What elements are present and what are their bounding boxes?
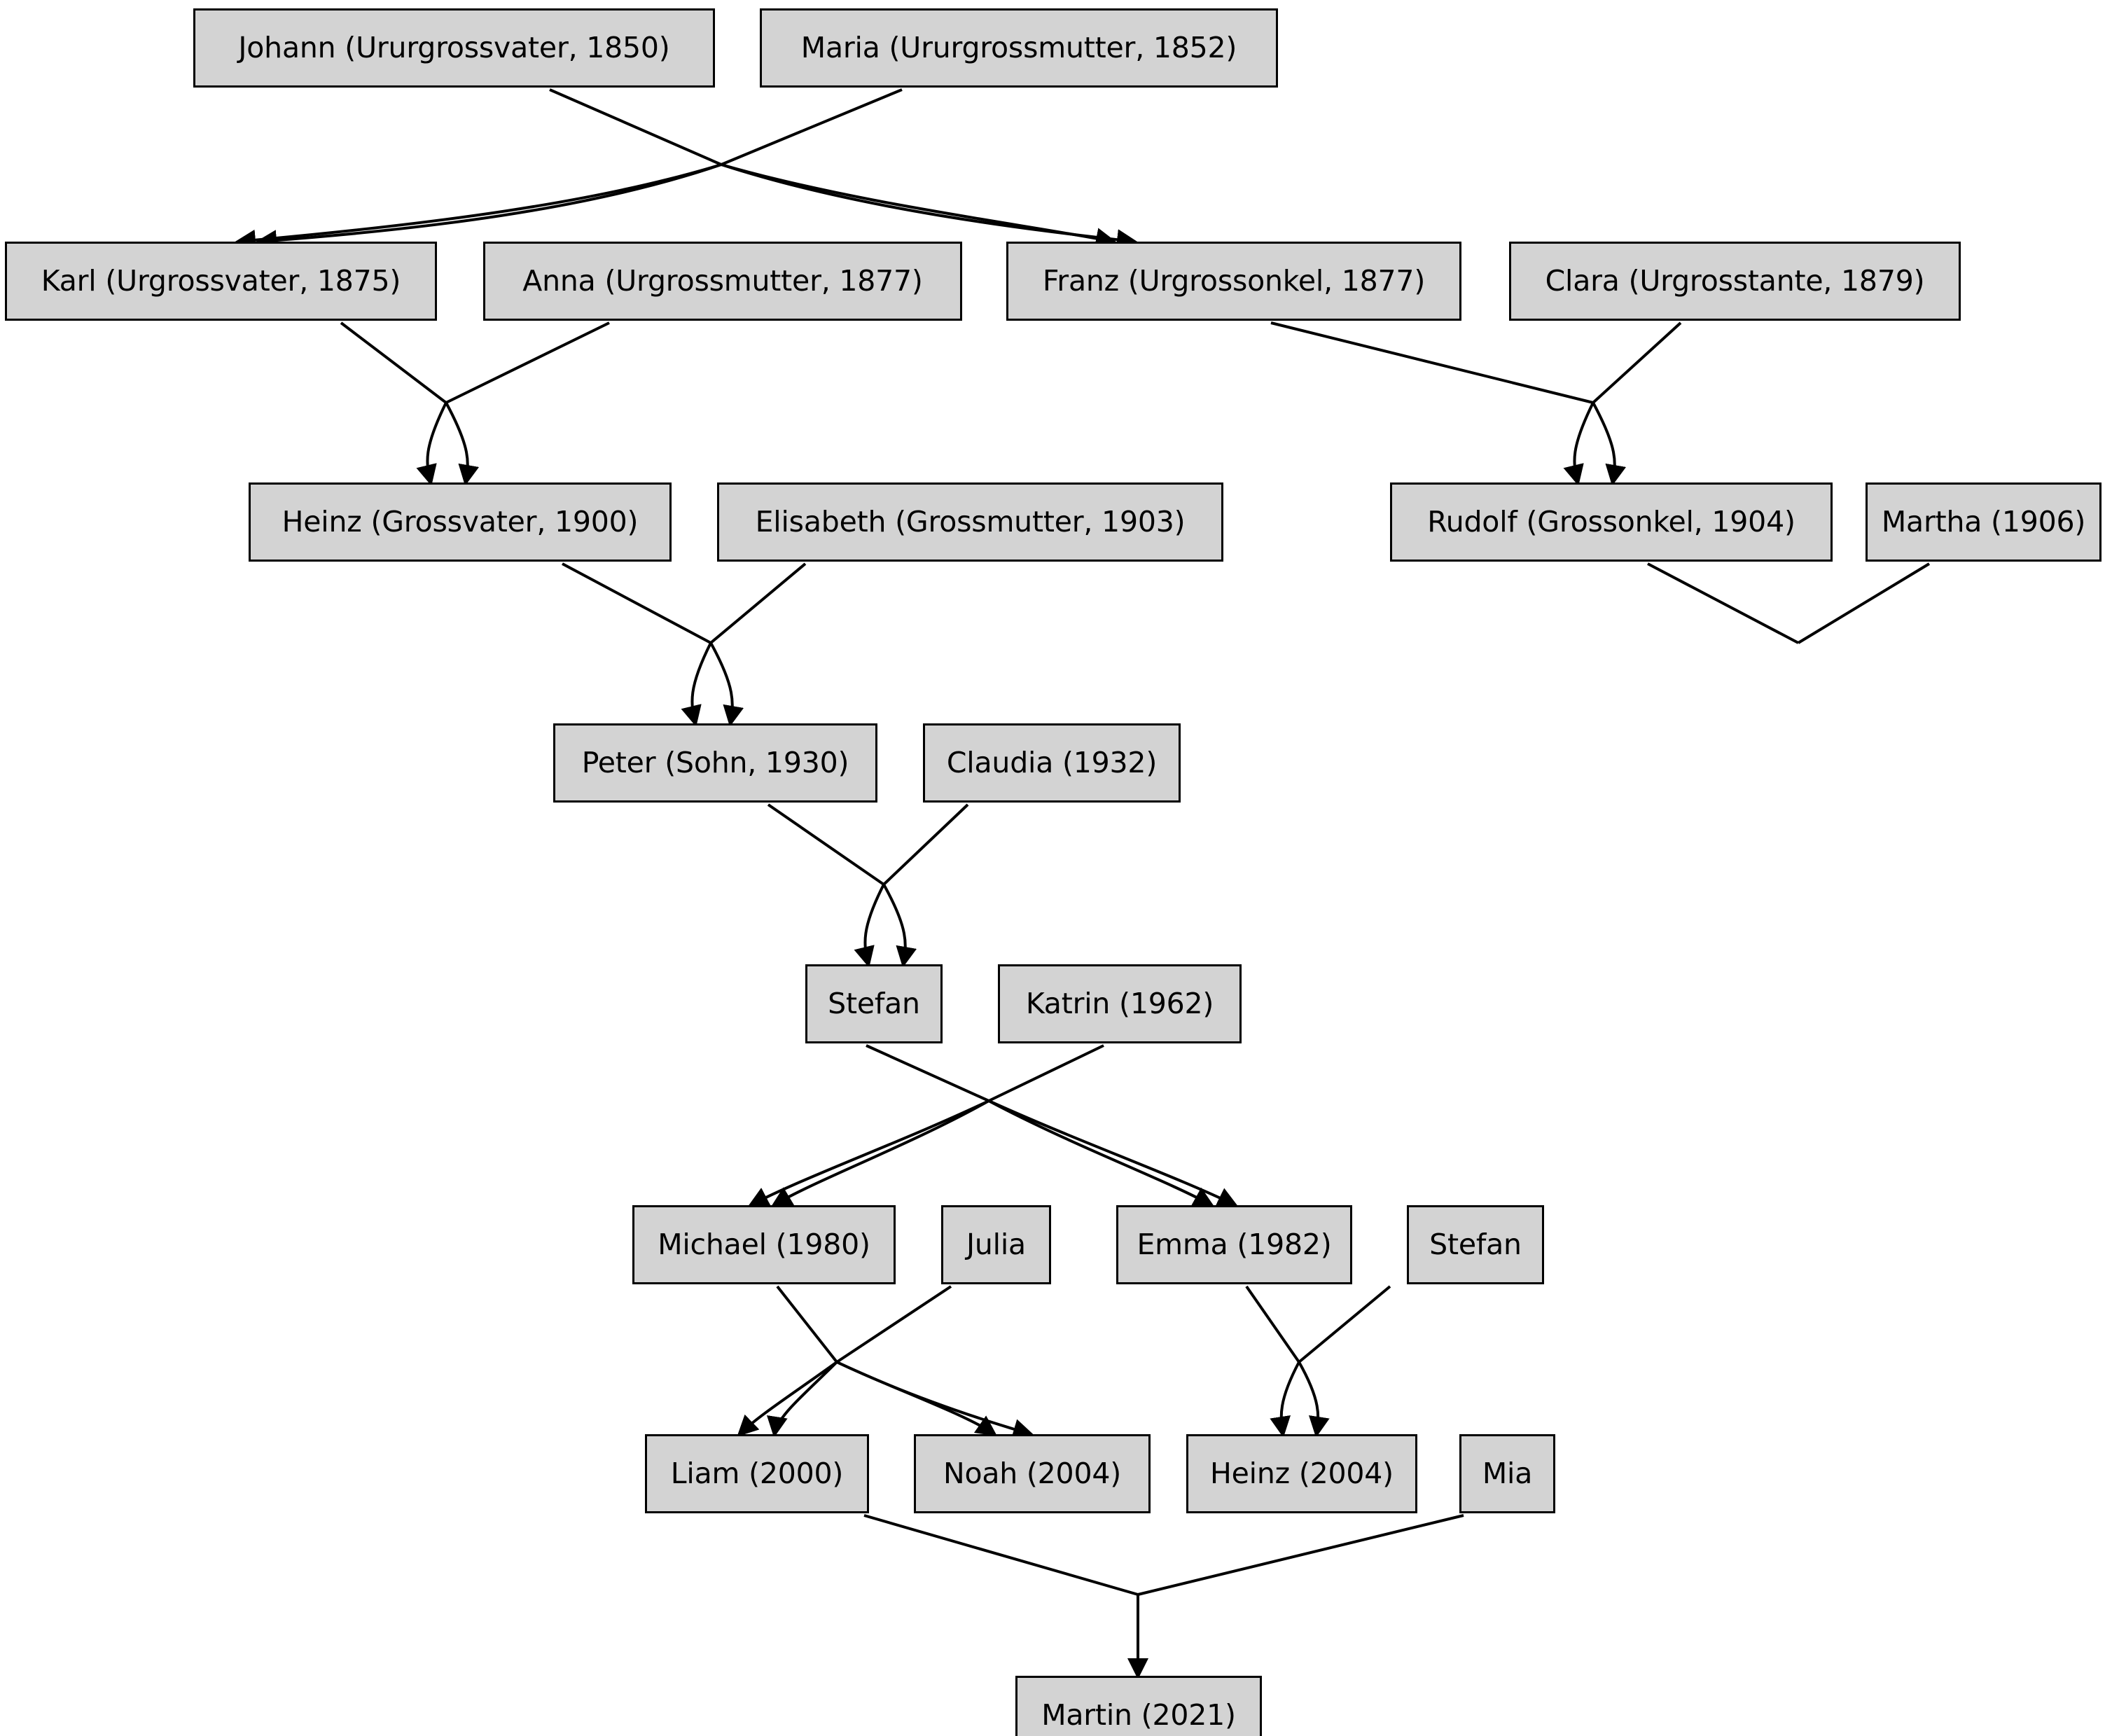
edge-rudolf-dangling (1647, 562, 1799, 644)
node-label: Anna (Urgrossmutter, 1877) (522, 264, 923, 298)
node-label: Elisabeth (Grossmutter, 1903) (755, 505, 1186, 539)
node-maria[interactable]: Maria (Ururgrossmutter, 1852) (760, 8, 1278, 88)
edge-parents-stefan-fan (854, 884, 917, 968)
node-franz[interactable]: Franz (Urgrossonkel, 1877) (1006, 242, 1461, 321)
node-label: Martin (2021) (1041, 1698, 1236, 1732)
edge-peter-stefan (767, 803, 885, 886)
node-label: Katrin (1962) (1025, 987, 1214, 1020)
edge-johann-franz (721, 163, 1138, 251)
edge-elisabeth-peter (709, 562, 807, 644)
node-label: Stefan (1429, 1228, 1522, 1261)
node-claudia[interactable]: Claudia (1932) (923, 723, 1181, 803)
node-label: Franz (Urgrossonkel, 1877) (1042, 264, 1426, 298)
edge-claudia-stefan (882, 803, 969, 886)
edge-katrin-emma (988, 1099, 1215, 1207)
node-label: Peter (Sohn, 1930) (581, 746, 849, 779)
node-label: Karl (Urgrossvater, 1875) (41, 264, 401, 298)
node-label: Liam (2000) (670, 1457, 844, 1490)
node-heinz-2004[interactable]: Heinz (2004) (1186, 1434, 1417, 1513)
node-label: Emma (1982) (1137, 1228, 1332, 1261)
node-martha[interactable]: Martha (1906) (1866, 482, 2101, 562)
edge-johann-karl (235, 88, 722, 251)
node-stefan-1[interactable]: Stefan (805, 964, 943, 1043)
edge-clara-rudolf (1592, 321, 1682, 404)
node-karl[interactable]: Karl (Urgrossvater, 1875) (5, 242, 437, 321)
node-label: Stefan (828, 987, 920, 1020)
node-clara[interactable]: Clara (Urgrosstante, 1879) (1509, 242, 1961, 321)
node-michael[interactable]: Michael (1980) (632, 1205, 896, 1284)
edge-heinz-peter (562, 562, 711, 644)
edge-michael-liam (767, 1361, 838, 1438)
edge-parents-peter-fan (681, 642, 744, 727)
node-johann[interactable]: Johann (Ururgrossvater, 1850) (193, 8, 715, 88)
edge-parents-heinz2-fan (1270, 1361, 1330, 1438)
node-mia[interactable]: Mia (1459, 1434, 1555, 1513)
edge-mia-martin (1137, 1514, 1464, 1596)
edge-karl-heinz (340, 321, 447, 404)
edge-maria-franz (721, 88, 1117, 249)
edge-emma-heinz2 (1245, 1285, 1300, 1363)
node-label: Rudolf (Grossonkel, 1904) (1427, 505, 1795, 539)
node-katrin[interactable]: Katrin (1962) (998, 964, 1242, 1043)
node-label: Michael (1980) (658, 1228, 870, 1261)
edge-franz-rudolf (1270, 321, 1594, 404)
node-noah[interactable]: Noah (2004) (914, 1434, 1151, 1513)
node-label: Mia (1482, 1457, 1533, 1490)
node-peter[interactable]: Peter (Sohn, 1930) (553, 723, 877, 803)
node-stefan-2[interactable]: Stefan (1407, 1205, 1544, 1284)
edge-anna-heinz (445, 321, 610, 404)
node-rudolf[interactable]: Rudolf (Grossonkel, 1904) (1390, 482, 1833, 562)
node-label: Maria (Ururgrossmutter, 1852) (800, 31, 1237, 64)
edge-stefan2-heinz2 (1298, 1285, 1391, 1363)
node-anna[interactable]: Anna (Urgrossmutter, 1877) (483, 242, 962, 321)
node-liam[interactable]: Liam (2000) (645, 1434, 869, 1513)
edge-katrin-michael (747, 1044, 1104, 1207)
node-elisabeth[interactable]: Elisabeth (Grossmutter, 1903) (717, 482, 1223, 562)
edge-julia-noah (836, 1361, 1034, 1440)
edge-stefan1-michael (770, 1099, 989, 1207)
node-heinz-grossvater[interactable]: Heinz (Grossvater, 1900) (249, 482, 672, 562)
edge-parents-rudolf-fan (1563, 402, 1627, 486)
node-label: Heinz (Grossvater, 1900) (282, 505, 639, 539)
node-label: Julia (966, 1228, 1026, 1261)
node-label: Johann (Ururgrossvater, 1850) (238, 31, 670, 64)
node-martin[interactable]: Martin (2021) (1015, 1676, 1262, 1736)
node-label: Claudia (1932) (946, 746, 1158, 779)
edge-martha-dangling (1797, 562, 1931, 644)
edge-liam-martin (863, 1514, 1139, 1596)
node-julia[interactable]: Julia (941, 1205, 1051, 1284)
node-label: Martha (1906) (1881, 505, 2086, 539)
edge-maria-karl (256, 163, 722, 251)
node-emma[interactable]: Emma (1982) (1116, 1205, 1352, 1284)
edge-parents-heinz-fan (416, 402, 480, 486)
node-label: Noah (2004) (943, 1457, 1122, 1490)
node-label: Heinz (2004) (1210, 1457, 1394, 1490)
edge-julia-liam (737, 1285, 952, 1437)
node-label: Clara (Urgrosstante, 1879) (1545, 264, 1925, 298)
